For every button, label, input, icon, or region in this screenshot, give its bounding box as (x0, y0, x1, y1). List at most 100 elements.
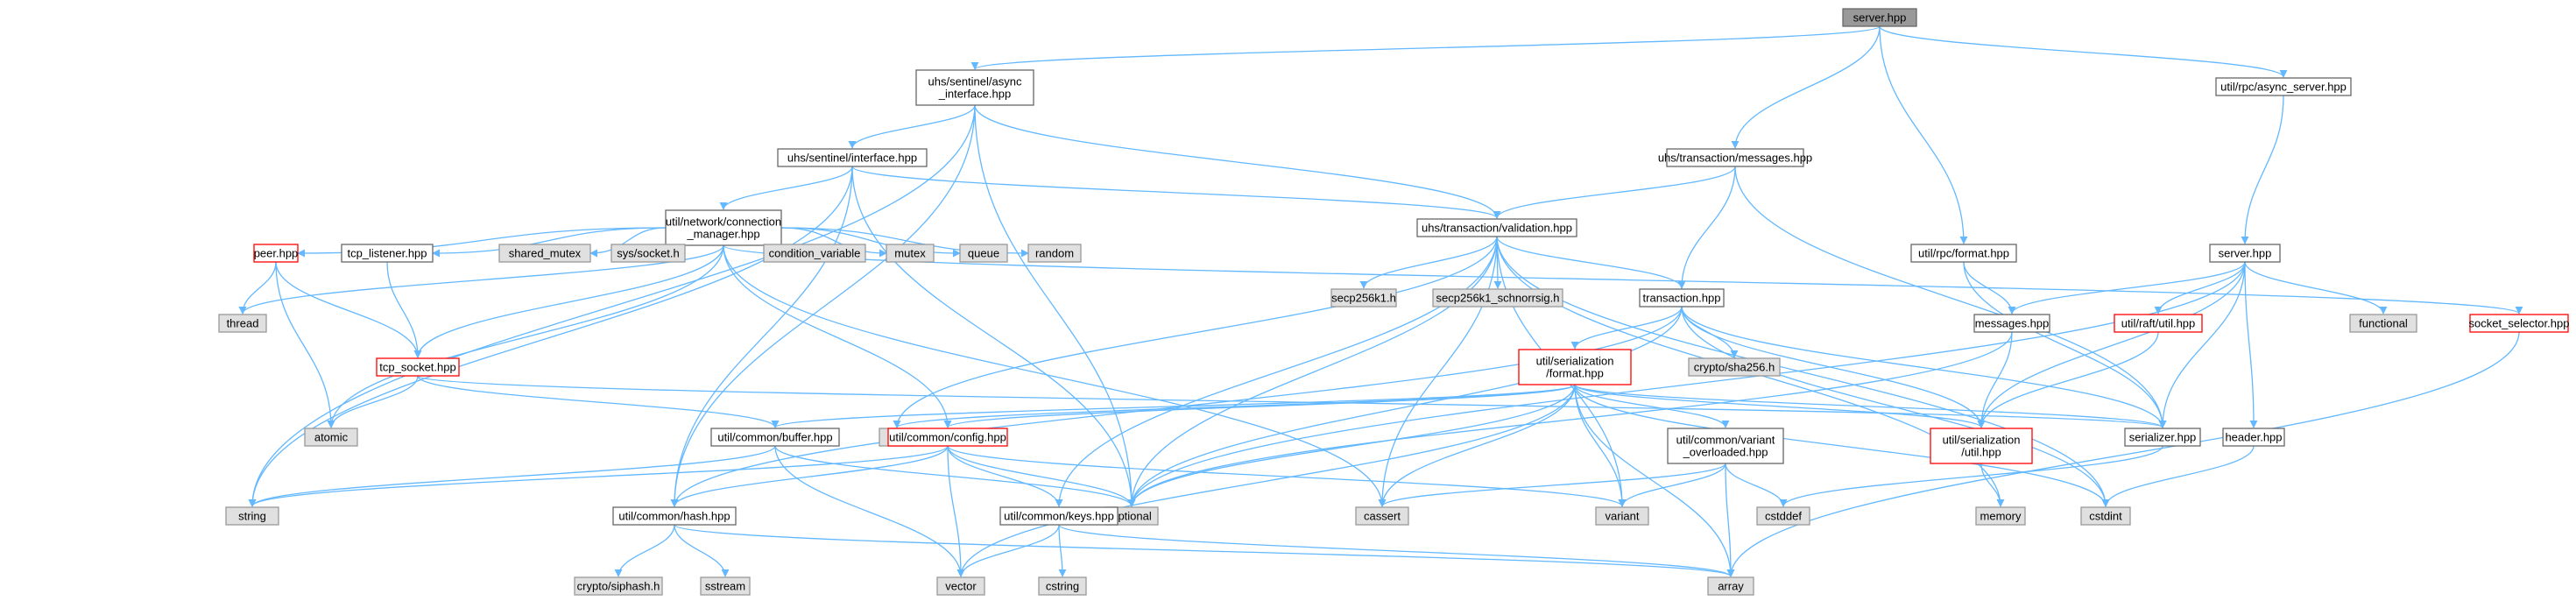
node-server[interactable]: server.hpp (1842, 8, 1917, 27)
edge-raft-util-to-ser-util (1977, 331, 2159, 428)
edge-sentinel-interface-to-connection-manager (719, 166, 853, 210)
node-rpc-format[interactable]: util/rpc/format.hpp (1910, 244, 2017, 263)
edge-validation-to-keys (1055, 236, 1498, 507)
edge-server-rpc-to-messages (2008, 261, 2246, 315)
edge-hash-to-array (674, 524, 1735, 577)
node-box (2209, 244, 2281, 263)
node-label: util/serialization (1943, 434, 2021, 447)
edge-server-rpc-to-optional (1127, 261, 2246, 507)
node-box (1595, 506, 1649, 526)
node-variant-overloaded[interactable]: util/common/variant_overloaded.hpp (1667, 428, 1784, 464)
node-label: cstdint (2089, 510, 2122, 523)
node-label: uhs/transaction/messages.hpp (1658, 152, 1812, 165)
node-label: util/common/keys.hpp (1004, 510, 1114, 523)
edge-ser-format-to-variant (1574, 384, 1627, 507)
edge-connection-manager-to-thread (238, 244, 724, 315)
node-box (1639, 288, 1725, 308)
edge-server-to-messages-hdr (1731, 25, 1881, 149)
node-async-server[interactable]: util/rpc/async_server.hpp (2215, 77, 2352, 96)
edge-sentinel-interface-to-string (248, 166, 853, 507)
node-label: peer.hpp (254, 247, 299, 260)
node-variant: variant (1595, 506, 1649, 526)
node-secp256k1-schnorrsig: secp256k1_schnorrsig.h (1432, 288, 1563, 308)
node-server-rpc[interactable]: server.hpp (2209, 244, 2281, 263)
node-box (2080, 506, 2131, 526)
node-box (936, 576, 985, 596)
edge-connection-manager-to-mutex (780, 227, 887, 258)
node-sys-socket: sys/socket.h (610, 244, 686, 263)
node-label: cassert (1364, 510, 1401, 523)
edge-server-to-async-server (1879, 25, 2288, 78)
node-cstdint: cstdint (2080, 506, 2131, 526)
node-label: variant (1605, 510, 1639, 523)
node-label: vector (945, 580, 977, 593)
node-tcp-listener[interactable]: tcp_listener.hpp (341, 244, 434, 263)
node-label: string (238, 510, 266, 523)
node-buffer[interactable]: util/common/buffer.hpp (710, 428, 840, 447)
node-label: memory (1980, 510, 2022, 523)
node-label: secp256k1.h (1331, 292, 1396, 305)
node-raft-util[interactable]: util/raft/util.hpp (2114, 314, 2203, 333)
edge-async-server-to-server-rpc (2241, 95, 2284, 244)
node-label: queue (968, 247, 999, 260)
node-label: tcp_listener.hpp (347, 247, 427, 260)
node-cstring: cstring (1038, 576, 1087, 596)
node-peer[interactable]: peer.hpp (253, 244, 299, 263)
node-label: crypto/siphash.h (577, 580, 660, 593)
node-label: util/rpc/format.hpp (1918, 247, 2009, 260)
node-messages-hdr[interactable]: uhs/transaction/messages.hpp (1658, 148, 1812, 167)
edge-hash-to-sstream (674, 524, 730, 577)
node-box (498, 244, 591, 263)
node-box (2222, 428, 2285, 447)
node-box (763, 244, 866, 263)
edge-async-interface-to-optional (974, 104, 1136, 507)
node-label: /format.hpp (1546, 367, 1604, 380)
node-ser-format[interactable]: util/serialization/format.hpp (1518, 349, 1632, 385)
node-box (612, 506, 737, 526)
node-keys[interactable]: util/common/keys.hpp (999, 506, 1119, 526)
node-label: util/common/config.hpp (889, 431, 1006, 444)
node-box (1518, 349, 1632, 385)
node-label: cstring (1046, 580, 1079, 593)
node-box (1666, 148, 1804, 167)
node-ser-util[interactable]: util/serialization/util.hpp (1930, 428, 2033, 464)
node-serializer[interactable]: serializer.hpp (2124, 428, 2201, 447)
node-label: atomic (314, 431, 349, 444)
node-sentinel-interface[interactable]: uhs/sentinel/interface.hpp (777, 148, 928, 167)
node-box (2349, 314, 2417, 333)
node-connection-manager[interactable]: util/network/connection_manager.hpp (665, 209, 782, 246)
node-transaction[interactable]: transaction.hpp (1639, 288, 1725, 308)
node-messages[interactable]: messages.hpp (1973, 314, 2050, 333)
edge-transaction-to-serializer (1681, 306, 2167, 428)
node-tcp-socket[interactable]: tcp_socket.hpp (376, 357, 460, 377)
node-config[interactable]: util/common/config.hpp (887, 428, 1008, 447)
edge-ser-format-to-variant-overloaded (1574, 384, 1730, 428)
node-label: util/common/buffer.hpp (717, 431, 832, 444)
node-string: string (225, 506, 279, 526)
edge-ser-format-to-cassert (1378, 384, 1576, 507)
node-socket-selector[interactable]: socket_selector.hpp (2469, 314, 2570, 333)
node-label: shared_mutex (509, 247, 582, 260)
node-box (304, 428, 358, 447)
node-validation[interactable]: uhs/transaction/validation.hpp (1416, 218, 1577, 237)
node-label: uhs/sentinel/interface.hpp (787, 152, 917, 165)
edge-tcp-socket-to-atomic (327, 375, 419, 428)
node-box (710, 428, 840, 447)
edge-messages-hdr-to-serializer (1734, 166, 2167, 428)
node-header[interactable]: header.hpp (2222, 428, 2285, 447)
node-random: random (1027, 244, 1082, 263)
edge-config-to-optional (947, 445, 1136, 507)
node-condition-variable: condition_variable (763, 244, 866, 263)
node-label: thread (227, 317, 259, 330)
node-async-interface[interactable]: uhs/sentinel/async_interface.hpp (915, 69, 1034, 106)
node-hash[interactable]: util/common/hash.hpp (612, 506, 737, 526)
edge-config-to-string (248, 445, 949, 507)
edge-validation-to-cstdint (1496, 236, 2110, 507)
edge-variant-overloaded-to-cassert (1378, 463, 1726, 507)
node-box (959, 244, 1008, 263)
node-box (1930, 428, 2033, 464)
node-functional: functional (2349, 314, 2417, 333)
node-box (2114, 314, 2203, 333)
edge-connection-manager-to-tcp-listener (432, 227, 667, 258)
